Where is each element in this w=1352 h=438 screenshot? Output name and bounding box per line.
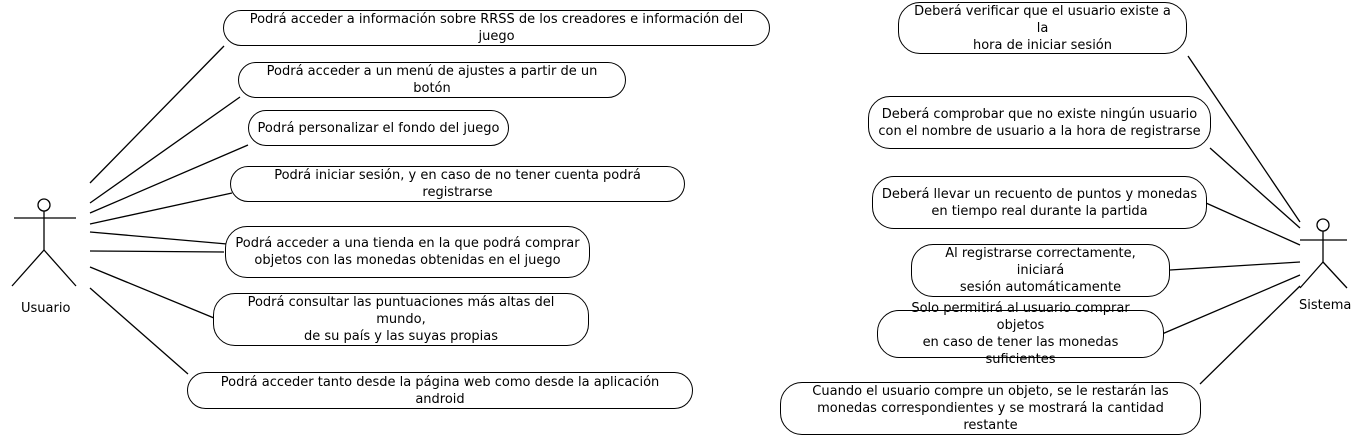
use-case-comprar-objetos: Solo permitirá al usuario comprar objeto… — [877, 301, 1164, 367]
association-line — [89, 45, 225, 184]
use-case-recuento-puntos: Deberá llevar un recuento de puntos y mo… — [872, 176, 1207, 229]
association-line — [89, 96, 241, 204]
use-case-acceso-web-android: Podrá acceder tanto desde la página web … — [187, 372, 693, 409]
use-case-puntuaciones: Podrá consultar las puntuaciones más alt… — [213, 293, 589, 346]
association-line — [89, 144, 249, 214]
use-case-verificar-usuario: Deberá verificar que el usuario existe a… — [898, 2, 1187, 54]
use-case-restar-monedas: Cuando el usuario compre un objeto, se l… — [780, 382, 1201, 435]
association-line — [1169, 261, 1301, 271]
use-case-tienda: Podrá acceder a una tienda en la que pod… — [225, 226, 590, 278]
actor-usuario-figure — [11, 198, 77, 287]
association-line — [1199, 285, 1301, 385]
actor-sistema-figure — [1299, 218, 1348, 289]
association-line — [89, 266, 215, 319]
association-line — [89, 192, 233, 225]
use-case-personalizar-fondo: Podrá personalizar el fondo del juego — [248, 110, 509, 146]
association-line — [1187, 55, 1301, 223]
use-case-menu-ajustes: Podrá acceder a un menú de ajustes a par… — [238, 62, 626, 98]
association-line — [89, 287, 189, 375]
use-case-iniciar-sesion: Podrá iniciar sesión, y en caso de no te… — [230, 166, 685, 202]
use-case-comprobar-registro: Deberá comprobar que no existe ningún us… — [868, 96, 1211, 149]
use-case-info-rrss: Podrá acceder a información sobre RRSS d… — [223, 10, 770, 46]
actor-sistema-label: Sistema — [1299, 298, 1352, 313]
use-case-sesion-automatica: Al registrarse correctamente, iniciará s… — [911, 244, 1170, 297]
association-line — [1161, 274, 1301, 335]
association-line — [89, 231, 228, 245]
association-line — [1205, 202, 1301, 246]
association-line — [89, 250, 225, 253]
association-line — [1209, 147, 1301, 229]
actor-usuario-label: Usuario — [21, 301, 71, 316]
